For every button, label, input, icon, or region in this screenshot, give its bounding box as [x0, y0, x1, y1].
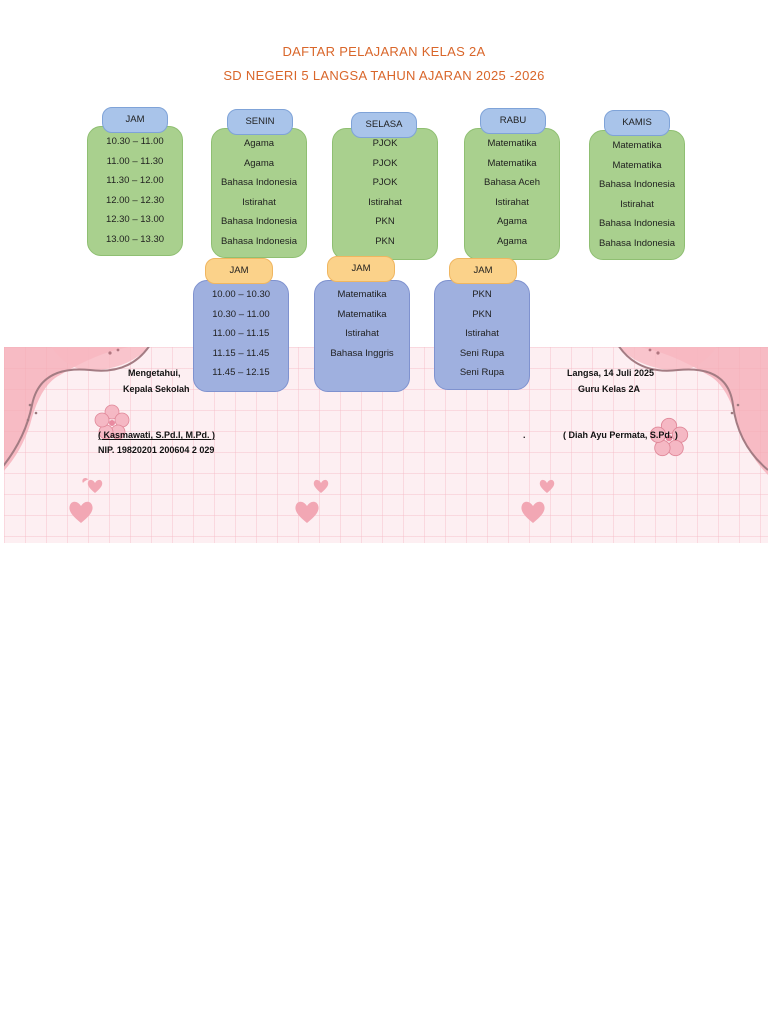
time-cell: 10.30 – 11.00: [212, 308, 270, 320]
subject-cell: Istirahat: [495, 196, 529, 208]
heart-icon: [521, 501, 545, 523]
signature-right-line2: Guru Kelas 2A: [578, 384, 641, 394]
rabu-header: RABU: [480, 108, 546, 134]
signature-left-name: ( Kasmawati, S.Pd.I, M.Pd. ): [98, 430, 216, 440]
subject-cell: Matematika: [337, 289, 387, 300]
subject-cell: Bahasa Indonesia: [598, 179, 676, 191]
signature-right-name: ( Diah Ayu Permata, S.Pd. ): [563, 430, 678, 440]
time-cell: 11.30 – 12.00: [106, 175, 164, 187]
senin-header: SENIN: [227, 109, 293, 135]
subject-cell: Matematika: [337, 308, 387, 320]
subject-cell: Bahasa Indonesia: [220, 235, 298, 247]
subject-cell: Istirahat: [620, 198, 654, 210]
subject-cell: Seni Rupa: [459, 347, 505, 359]
rabu-column-card: Matematika Matematika Bahasa Aceh Istira…: [464, 128, 560, 260]
subject-cell: Bahasa Indonesia: [220, 177, 298, 189]
signature-left-nip: NIP. 19820201 200604 2 029: [98, 445, 215, 455]
subject-cell: Bahasa Indonesia: [598, 237, 676, 249]
subject-cell: Matematika: [612, 159, 662, 171]
subject-cell: Istirahat: [242, 196, 276, 208]
subject-cell: Bahasa Indonesia: [220, 216, 298, 228]
subject-cell: Matematika: [612, 140, 662, 151]
subject-cell: PKN: [375, 216, 395, 228]
time-cell: 11.00 – 11.15: [212, 328, 270, 340]
flower-right-icon: [649, 417, 689, 457]
subject-cell: Agama: [496, 216, 528, 228]
time-cell: 11.45 – 12.15: [212, 367, 270, 379]
subject-cell: PJOK: [372, 138, 398, 149]
day3-column-card: PKN PKN Istirahat Seni Rupa Seni Rupa: [434, 280, 530, 390]
flower-left-icon: [94, 404, 130, 440]
subject-cell: PKN: [472, 308, 492, 320]
subject-cell: Istirahat: [368, 196, 402, 208]
subject-cell: Matematika: [487, 157, 537, 169]
kamis-header: KAMIS: [604, 110, 670, 136]
day3-header: JAM: [449, 258, 517, 284]
heart-small-icon: [313, 479, 329, 493]
signature-left-line1: Mengetahui,: [128, 368, 181, 378]
subject-cell: Bahasa Indonesia: [598, 218, 676, 230]
page-title-line1: DAFTAR PELAJARAN KELAS 2A: [282, 44, 486, 59]
selasa-column-card: PJOK PJOK PJOK Istirahat PKN PKN: [332, 128, 438, 260]
time-cell: 11.00 – 11.30: [106, 155, 164, 167]
subject-cell: Istirahat: [465, 328, 499, 340]
heart-small-icon: [87, 479, 103, 493]
subject-cell: Agama: [496, 235, 528, 247]
stray-dot: .: [523, 430, 526, 440]
subject-cell: Seni Rupa: [459, 367, 505, 379]
subject-cell: PJOK: [372, 177, 398, 189]
kamis-column-card: Matematika Matematika Bahasa Indonesia I…: [589, 130, 685, 260]
subject-cell: Bahasa Aceh: [484, 177, 540, 189]
jam-column-card: 10.30 – 11.00 11.00 – 11.30 11.30 – 12.0…: [87, 126, 183, 256]
jam-column-card-2: 10.00 – 10.30 10.30 – 11.00 11.00 – 11.1…: [193, 280, 289, 392]
blob-right-decoration: [618, 347, 768, 475]
day2-header: JAM: [327, 256, 395, 282]
time-cell: 11.15 – 11.45: [212, 347, 270, 359]
senin-column-card: Agama Agama Bahasa Indonesia Istirahat B…: [211, 128, 307, 258]
subject-cell: Matematika: [487, 138, 537, 149]
heart-small-icon: [539, 479, 555, 493]
day2-column-card: Matematika Matematika Istirahat Bahasa I…: [314, 280, 410, 392]
signature-left-line2: Kepala Sekolah: [123, 384, 190, 394]
time-cell: 12.00 – 12.30: [105, 194, 165, 206]
subject-cell: PJOK: [372, 157, 398, 169]
selasa-header: SELASA: [351, 112, 417, 138]
signature-right-line1: Langsa, 14 Juli 2025: [567, 368, 655, 378]
time-cell: 10.00 – 10.30: [211, 289, 271, 300]
time-cell: 10.30 – 11.00: [106, 136, 164, 147]
subject-cell: PKN: [472, 289, 492, 300]
subject-cell: Agama: [243, 157, 275, 169]
time-cell: 12.30 – 13.00: [105, 214, 165, 226]
blob-left-decoration: [4, 347, 150, 471]
time-cell: 13.00 – 13.30: [105, 233, 165, 245]
page-title-line2: SD NEGERI 5 LANGSA TAHUN AJARAN 2025 -20…: [223, 68, 545, 83]
heart-icon: [295, 501, 319, 523]
subject-cell: PKN: [375, 235, 395, 247]
jam-header: JAM: [102, 107, 168, 133]
subject-cell: Agama: [243, 138, 275, 149]
heart-icon: [69, 477, 93, 523]
jam-header-2: JAM: [205, 258, 273, 284]
subject-cell: Bahasa Inggris: [330, 347, 394, 359]
subject-cell: Istirahat: [345, 328, 379, 340]
